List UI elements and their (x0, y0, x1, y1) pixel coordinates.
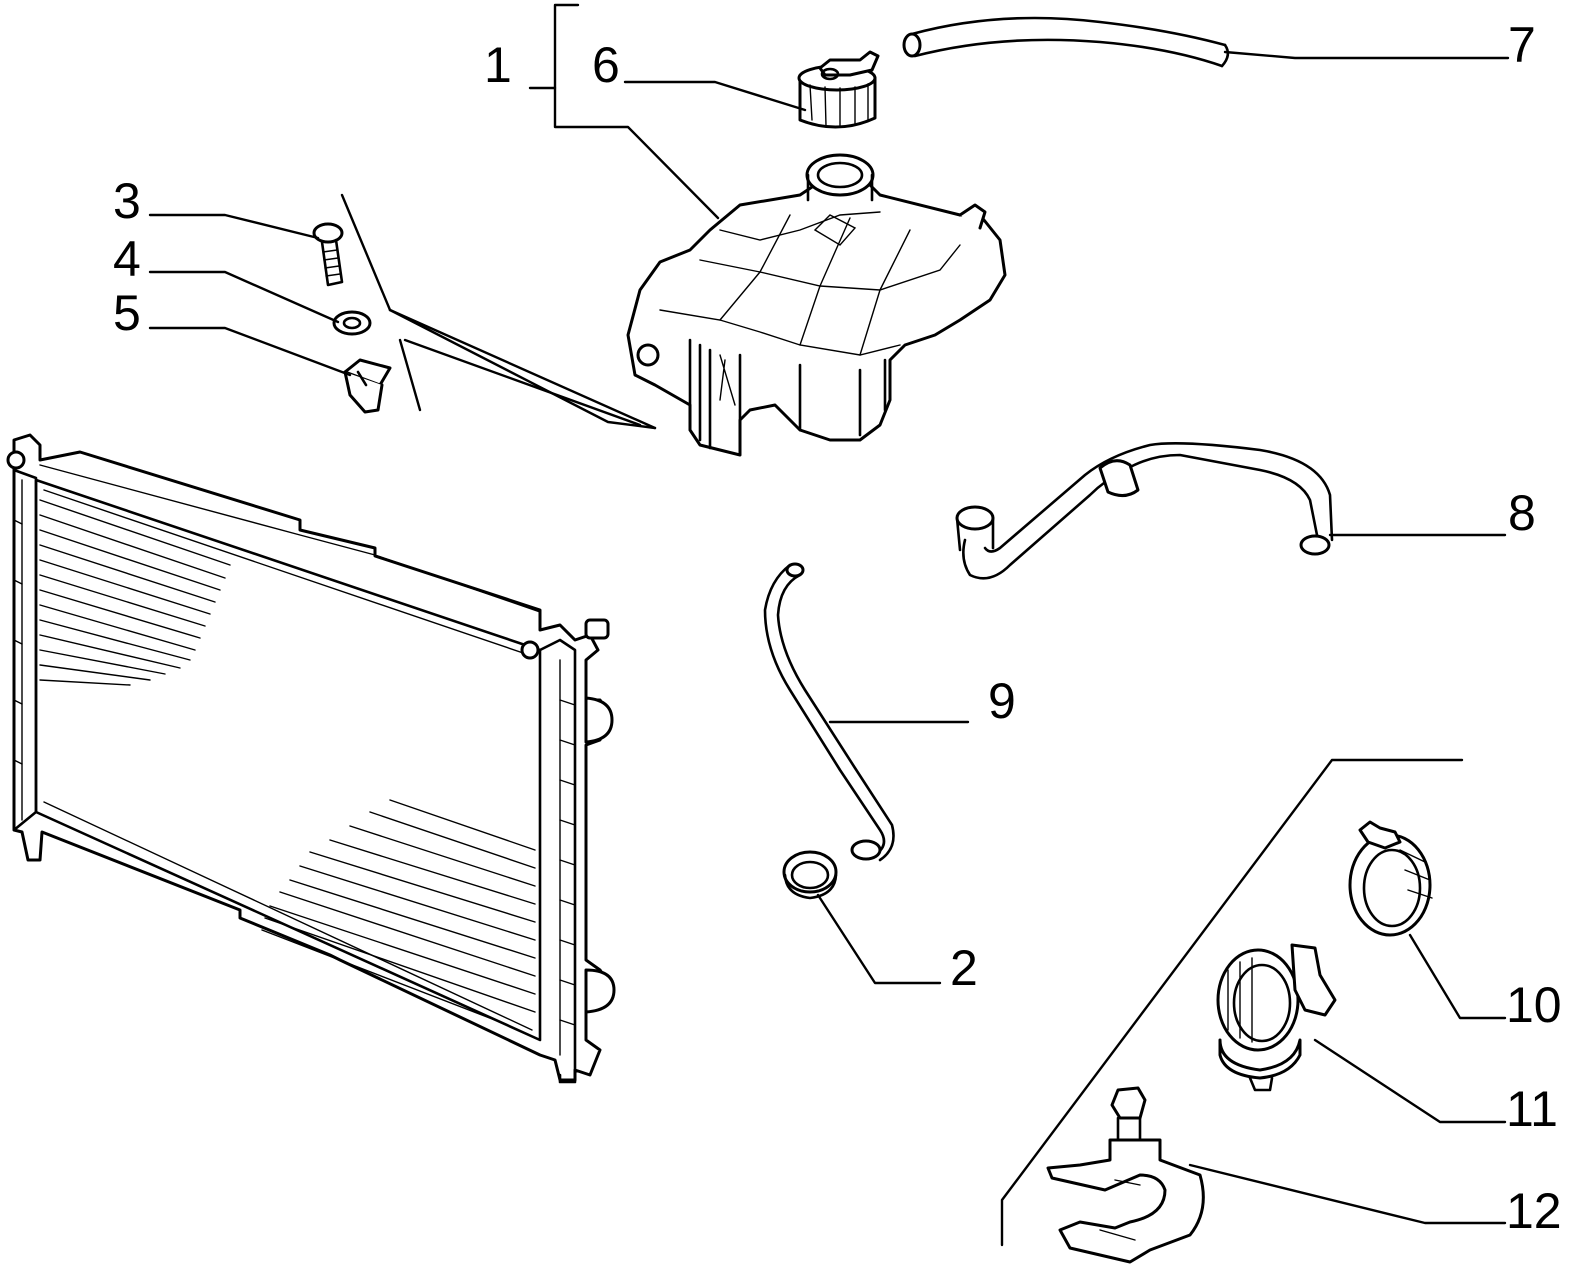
radiator (6, 433, 616, 1084)
callout-11: 11 (1506, 1081, 1558, 1137)
hose-clamp-10 (1348, 820, 1433, 937)
callout-8: 8 (1508, 485, 1536, 541)
group-bracket-1 (528, 3, 720, 220)
callout-1: 1 (484, 37, 512, 93)
callout-2: 2 (950, 940, 978, 996)
mounting-bracket-lines (340, 193, 657, 430)
coolant-hose-upper (955, 442, 1334, 580)
callout-9: 9 (988, 673, 1016, 729)
callout-12: 12 (1506, 1183, 1562, 1239)
hose-clamp-small (782, 850, 838, 900)
rubber-mount-clip (343, 358, 392, 414)
callout-3: 3 (113, 173, 141, 229)
callout-5: 5 (113, 285, 141, 341)
callout-7: 7 (1508, 17, 1536, 73)
group-bracket-clamps (1000, 758, 1464, 1247)
expansion-tank (626, 153, 1007, 457)
callout-4: 4 (113, 231, 141, 287)
callout-6: 6 (592, 37, 620, 93)
hose-clamp-11 (1216, 943, 1337, 1092)
hose-clamp-12 (1046, 1086, 1205, 1264)
mounting-screw (312, 222, 344, 287)
callout-labels: 1 2 3 4 5 6 7 8 9 10 11 12 (113, 17, 1562, 1239)
leader-lines (148, 50, 1510, 1225)
callout-10: 10 (1506, 977, 1562, 1033)
filler-cap (797, 50, 880, 129)
coolant-hose-lower (763, 562, 895, 862)
overflow-hose (902, 16, 1230, 68)
washer (332, 310, 372, 336)
